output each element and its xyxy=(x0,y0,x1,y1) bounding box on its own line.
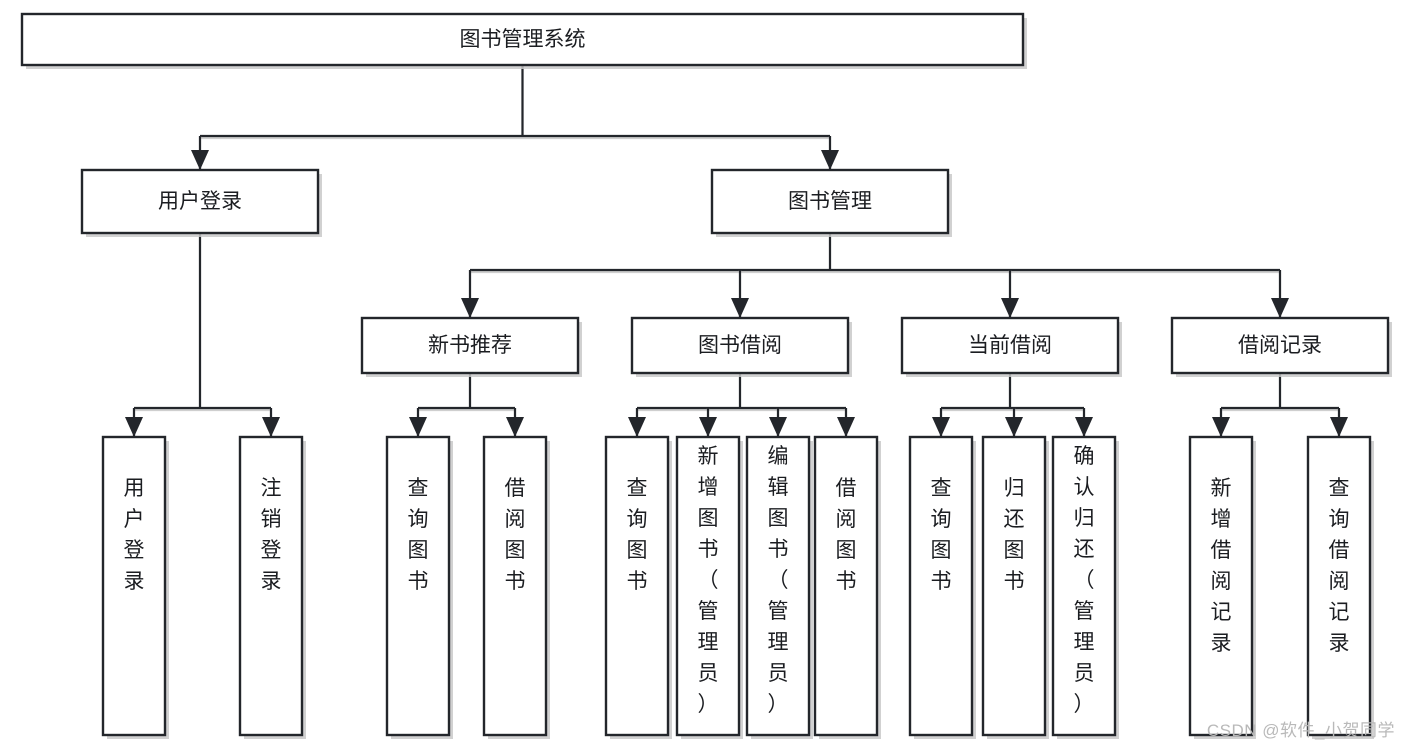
node-new-book-recommend-label: 新书推荐 xyxy=(428,334,512,357)
node-leaf-query-book-3[interactable]: 查询图书 xyxy=(908,435,976,739)
node-leaf-add-book-admin-label: 新增图书（管理员） xyxy=(698,445,719,716)
node-leaf-return-book-label: 归还图书 xyxy=(1004,477,1025,593)
node-leaf-query-book-3-box[interactable] xyxy=(908,435,974,737)
node-leaf-query-book-1[interactable]: 查询图书 xyxy=(385,435,453,739)
node-leaf-query-borrow-record[interactable]: 查询借阅记录 xyxy=(1306,435,1374,739)
node-new-book-recommend[interactable]: 新书推荐 xyxy=(360,316,582,377)
node-leaf-borrow-book-2[interactable]: 借阅图书 xyxy=(813,435,881,739)
node-book-borrow-box[interactable] xyxy=(630,316,850,375)
node-leaf-confirm-return-admin-box[interactable] xyxy=(1051,435,1117,737)
node-leaf-query-book-2-box[interactable] xyxy=(604,435,670,737)
node-leaf-add-borrow-record-label: 新增借阅记录 xyxy=(1211,477,1232,655)
node-user-login[interactable]: 用户登录 xyxy=(80,168,322,237)
node-leaf-borrow-book-2-box[interactable] xyxy=(813,435,879,737)
node-leaf-return-book[interactable]: 归还图书 xyxy=(981,435,1049,739)
nodes-layer: 图书管理系统用户登录图书管理新书推荐图书借阅当前借阅借阅记录用户登录注销登录查询… xyxy=(20,12,1392,739)
node-leaf-return-book-box[interactable] xyxy=(981,435,1047,737)
node-leaf-edit-book-admin-box[interactable] xyxy=(745,435,811,737)
node-user-login-label: 用户登录 xyxy=(158,190,242,213)
node-leaf-edit-book-admin[interactable]: 编辑图书（管理员） xyxy=(745,435,813,739)
node-leaf-query-borrow-record-box[interactable] xyxy=(1306,435,1372,737)
node-leaf-confirm-return-admin[interactable]: 确认归还（管理员） xyxy=(1051,435,1119,739)
node-book-borrow-label: 图书借阅 xyxy=(698,334,782,357)
node-borrow-record-label: 借阅记录 xyxy=(1238,334,1322,357)
node-current-borrow-box[interactable] xyxy=(900,316,1120,375)
node-book-borrow[interactable]: 图书借阅 xyxy=(630,316,852,377)
node-root-box[interactable] xyxy=(20,12,1025,67)
node-book-manage-box[interactable] xyxy=(710,168,950,235)
node-leaf-query-book-1-box[interactable] xyxy=(385,435,451,737)
node-current-borrow[interactable]: 当前借阅 xyxy=(900,316,1122,377)
node-leaf-user-login-label: 用户登录 xyxy=(124,477,145,593)
node-leaf-logout-box[interactable] xyxy=(238,435,304,737)
node-book-manage-label: 图书管理 xyxy=(788,190,872,213)
node-borrow-record[interactable]: 借阅记录 xyxy=(1170,316,1392,377)
node-leaf-borrow-book-1[interactable]: 借阅图书 xyxy=(482,435,550,739)
node-leaf-query-book-2-label: 查询图书 xyxy=(627,477,648,593)
node-leaf-user-login-box[interactable] xyxy=(101,435,167,737)
node-current-borrow-label: 当前借阅 xyxy=(968,334,1052,357)
node-leaf-add-borrow-record-box[interactable] xyxy=(1188,435,1254,737)
node-leaf-add-book-admin[interactable]: 新增图书（管理员） xyxy=(675,435,743,739)
node-leaf-user-login[interactable]: 用户登录 xyxy=(101,435,169,739)
node-root[interactable]: 图书管理系统 xyxy=(20,12,1027,69)
csdn-watermark: CSDN @软件_小贺同学 xyxy=(1206,721,1395,740)
node-root-label: 图书管理系统 xyxy=(460,28,586,51)
node-new-book-recommend-box[interactable] xyxy=(360,316,580,375)
node-leaf-query-book-2[interactable]: 查询图书 xyxy=(604,435,672,739)
edges-layer xyxy=(125,65,1348,437)
node-leaf-confirm-return-admin-label: 确认归还（管理员） xyxy=(1074,445,1095,716)
node-book-manage[interactable]: 图书管理 xyxy=(710,168,952,237)
node-leaf-add-borrow-record[interactable]: 新增借阅记录 xyxy=(1188,435,1256,739)
node-leaf-logout[interactable]: 注销登录 xyxy=(238,435,306,739)
node-leaf-edit-book-admin-label: 编辑图书（管理员） xyxy=(768,445,789,716)
node-leaf-borrow-book-2-label: 借阅图书 xyxy=(836,477,857,593)
node-leaf-logout-label: 注销登录 xyxy=(261,477,282,593)
node-leaf-add-book-admin-box[interactable] xyxy=(675,435,741,737)
node-user-login-box[interactable] xyxy=(80,168,320,235)
node-leaf-query-borrow-record-label: 查询借阅记录 xyxy=(1329,477,1350,655)
node-leaf-query-book-1-label: 查询图书 xyxy=(408,477,429,593)
node-borrow-record-box[interactable] xyxy=(1170,316,1390,375)
node-leaf-borrow-book-1-box[interactable] xyxy=(482,435,548,737)
node-leaf-borrow-book-1-label: 借阅图书 xyxy=(505,477,526,593)
node-leaf-query-book-3-label: 查询图书 xyxy=(931,477,952,593)
